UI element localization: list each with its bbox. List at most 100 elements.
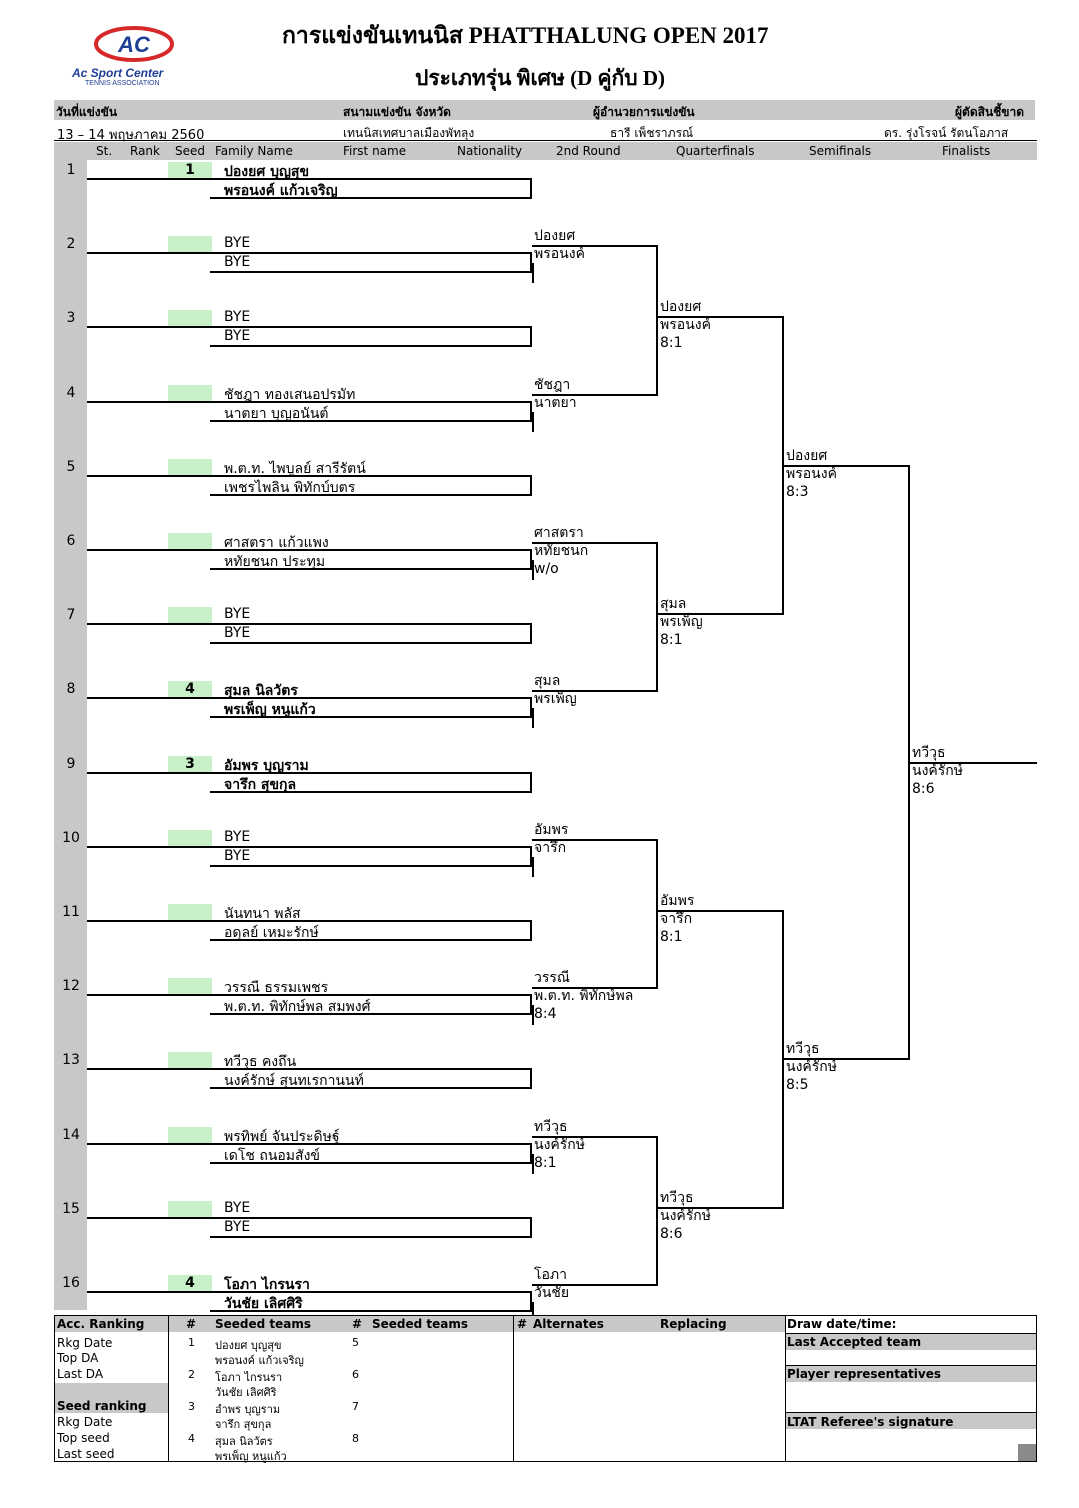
partner-name: พ.ต.ท. พิทักษ์พล สมพงศ์ — [224, 999, 371, 1016]
venue-label: สนามแข่งขัน จังหวัด — [343, 105, 451, 119]
header-bar — [54, 100, 1035, 120]
entry-line — [87, 697, 530, 700]
seeded-num: 1 — [188, 1336, 195, 1349]
seeded-num: 4 — [188, 1432, 195, 1445]
player-name: BYE — [224, 1199, 251, 1216]
entry-connector — [530, 1068, 532, 1089]
partner-line — [210, 345, 532, 348]
top-da-label: Top DA — [57, 1351, 99, 1365]
logo-mark: AC — [117, 32, 151, 57]
acc-ranking-label: Acc. Ranking — [57, 1317, 145, 1331]
qf-score: 8:1 — [660, 335, 683, 352]
entry-connector — [530, 1291, 532, 1311]
qf-winner: อัมพร — [660, 892, 695, 909]
entry-line — [87, 845, 530, 848]
qf-connector — [782, 909, 784, 1209]
partner-name: BYE — [224, 625, 251, 642]
partner-line — [210, 790, 532, 793]
player-name: ปองยศ บุญสุข — [224, 164, 310, 180]
r2-winner-partner: นงค์รักษ์ — [534, 1136, 585, 1153]
partner-name: เพชรไพลิน พิทักบ์บตร — [224, 479, 356, 496]
sf-line — [784, 464, 910, 467]
partner-line — [210, 568, 532, 570]
partner-name: พรอนงค์ แก้วเจริญ — [224, 183, 338, 199]
sf-connector — [908, 464, 910, 1061]
entry-line — [87, 623, 530, 626]
seed-box: 4 — [168, 1275, 212, 1291]
signature-box[interactable] — [1018, 1444, 1036, 1461]
r2-connector — [656, 838, 658, 990]
seed-box — [168, 384, 212, 401]
qf-connector — [782, 316, 784, 616]
qf-winner: สุมล — [660, 596, 687, 613]
player-name: พ.ต.ท. ไพบูลย์ สารีรัตน์ — [224, 460, 366, 477]
r2-winner: สุมล — [534, 673, 561, 690]
final-winner: ทวีวุธ — [912, 744, 946, 761]
partner-line — [210, 271, 532, 274]
entry-connector — [530, 474, 532, 495]
seed-ranking-bar — [55, 1383, 168, 1413]
player-name: โอภา ไกรนรา — [224, 1277, 310, 1293]
draw-position: 16 — [62, 1275, 80, 1291]
last-accepted-bar — [786, 1334, 1036, 1350]
top-seed-label: Top seed — [57, 1431, 110, 1445]
draw-position: 7 — [66, 607, 76, 624]
column-header-bar — [54, 142, 1037, 160]
player-name: BYE — [224, 828, 251, 845]
entry-line — [87, 1216, 530, 1219]
entry-line — [87, 474, 530, 477]
entry-connector — [530, 697, 532, 718]
page-subtitle: ประเภทรุ่น พิเศษ (D คู่กับ D) — [415, 66, 665, 90]
rkg-date2-label: Rkg Date — [57, 1415, 113, 1429]
r2-tick — [532, 1301, 534, 1322]
footer-divider-2 — [513, 1315, 514, 1462]
r2-winner: อัมพร — [534, 821, 569, 838]
sf-winner-partner: พรอนงค์ — [786, 465, 837, 482]
entry-connector — [530, 178, 532, 198]
seed-box — [168, 829, 212, 846]
entry-connector — [530, 623, 532, 644]
ltat-bar — [786, 1413, 1036, 1429]
last-accepted-label: Last Accepted team — [787, 1335, 922, 1349]
player-name: ชัชฎา ทองเสนอปรมัท — [224, 386, 356, 403]
partner-line — [210, 1087, 532, 1090]
col-seed: Seed — [175, 144, 205, 158]
draw-date-line — [786, 1333, 1037, 1334]
sf-winner: ทวีวุธ — [786, 1041, 820, 1058]
r2-score: 8:1 — [534, 1154, 557, 1171]
hash-label-2: # — [352, 1317, 363, 1331]
r2-tick — [532, 1153, 534, 1174]
draw-position: 13 — [62, 1052, 80, 1069]
draw-position: 1 — [66, 162, 76, 178]
entry-line — [87, 252, 530, 255]
director-label: ผู้อำนวยการแข่งขัน — [593, 105, 695, 119]
entry-connector — [530, 1216, 532, 1237]
referee-label: ผู้ตัดสินชี้ขาด — [955, 105, 1025, 119]
last-seed-label: Last seed — [57, 1447, 115, 1461]
r2-winner-partner: หทัยชนก — [534, 542, 589, 559]
partner-line — [210, 1161, 532, 1164]
partner-name: นาตยา บุญอนันต์ — [224, 405, 329, 422]
seed-box: 4 — [168, 681, 212, 698]
logo-name: Ac Sport Center — [72, 66, 164, 80]
player-name: วรรณี ธรรมเพชร — [224, 980, 329, 997]
seeded-num: 3 — [188, 1400, 195, 1413]
player-name: BYE — [224, 606, 251, 623]
r2-line — [532, 838, 658, 841]
footer-panel — [54, 1315, 1037, 1462]
replacing-label: Replacing — [660, 1317, 727, 1331]
r2-connector — [656, 245, 658, 396]
entry-connector — [530, 326, 532, 347]
entry-connector — [530, 549, 532, 569]
partner-name: วันชัย เลิศศิริ — [224, 1296, 303, 1312]
seeded-team-b: จารึก สุขกุล — [215, 1418, 272, 1431]
entry-line — [87, 549, 530, 551]
entry-line — [87, 400, 530, 403]
draw-date-label: Draw date/time: — [787, 1317, 897, 1331]
draw-position: 15 — [62, 1200, 80, 1217]
date-value: 13 – 14 พฤษภาคม 2560 — [57, 128, 205, 143]
seed-box — [168, 978, 212, 995]
sf-score: 8:5 — [786, 1077, 809, 1094]
col-st: St. — [96, 144, 113, 158]
seeded-label-2: Seeded teams — [372, 1317, 469, 1331]
